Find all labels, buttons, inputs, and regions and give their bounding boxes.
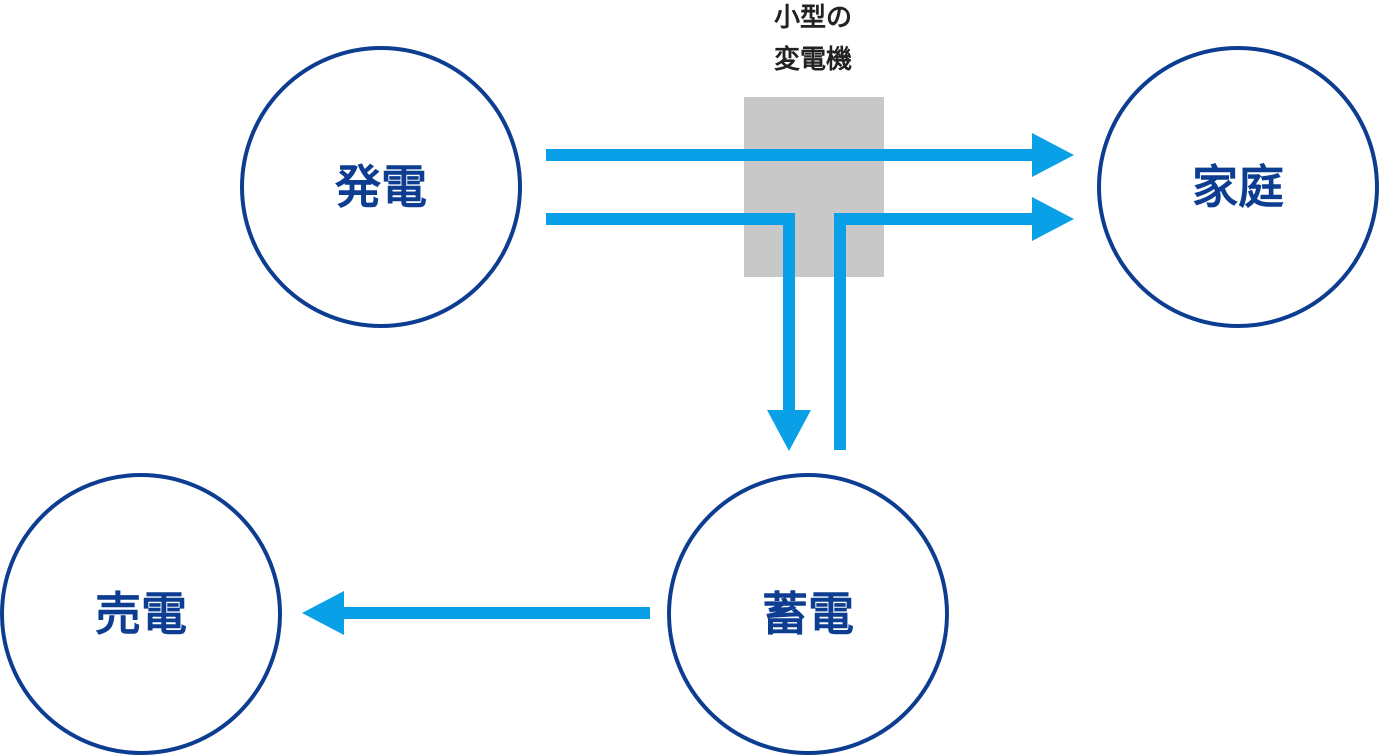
node-generation: 発電 (240, 46, 522, 328)
node-selling: 売電 (0, 473, 282, 755)
arrowhead-to-selling (302, 591, 344, 635)
node-storage-label: 蓄電 (762, 587, 854, 641)
node-storage: 蓄電 (667, 473, 949, 755)
node-generation-label: 発電 (335, 160, 427, 214)
node-home: 家庭 (1097, 46, 1379, 328)
node-generation-circle (240, 46, 522, 328)
transformer-label-line1: 小型の (774, 3, 852, 33)
transformer-label-line2: 変電機 (774, 44, 852, 75)
arrowhead-to-home-top (1032, 133, 1074, 177)
arrowhead-to-storage (767, 410, 811, 451)
arrow-storage-to-home-line (834, 213, 1036, 450)
node-storage-circle (667, 473, 949, 755)
node-home-label: 家庭 (1192, 160, 1284, 214)
arrow-heads (302, 133, 1074, 635)
node-selling-circle (0, 473, 282, 755)
transformer-box (744, 97, 884, 277)
arrowhead-to-home-bottom (1032, 197, 1074, 241)
flow-arrows (342, 149, 1036, 619)
arrow-generation-to-storage-line (546, 213, 795, 412)
node-selling-label: 売電 (95, 587, 187, 641)
node-home-circle (1097, 46, 1379, 328)
